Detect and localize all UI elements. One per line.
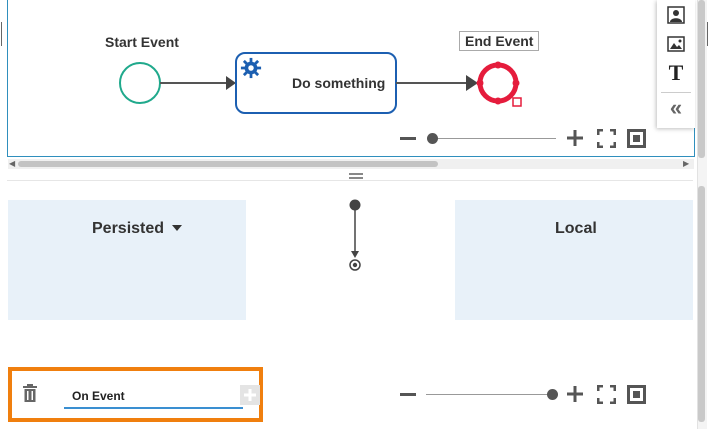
end-handle-bottom [494, 97, 502, 105]
zoom-in-button-bottom[interactable] [567, 386, 583, 402]
scroll-left-arrow-icon[interactable]: ◀ [9, 159, 16, 168]
side-toolbar: T « [657, 0, 695, 128]
end-resize-handle [512, 97, 522, 107]
fullscreen-icon-bottom[interactable] [597, 385, 616, 404]
zoom-out-button-bottom[interactable] [400, 393, 416, 396]
zoom-out-button-top[interactable] [400, 137, 416, 140]
local-pane-title: Local [555, 220, 597, 237]
left-edge [0, 0, 7, 429]
end-handle-top [494, 61, 502, 69]
trash-icon[interactable] [22, 384, 38, 402]
process-diagram [119, 52, 522, 114]
fit-to-screen-icon-top[interactable] [627, 129, 646, 148]
page-scroll-thumb[interactable] [698, 0, 705, 158]
mini-start-node [349, 199, 361, 211]
zoom-slider-track-bottom[interactable] [426, 394, 554, 395]
text-icon: T [668, 60, 684, 85]
collapse-toolbar-button[interactable]: « [665, 95, 687, 120]
service-task-gear-icon [240, 57, 262, 79]
mini-flow-diagram [349, 199, 361, 271]
event-editor-highlight [8, 367, 263, 422]
lower-scroll-thumb[interactable] [698, 186, 705, 422]
lower-panel-top-border [7, 180, 693, 181]
diagram-scroll-thumb[interactable] [18, 161, 438, 167]
scroll-right-arrow-icon[interactable]: ▶ [683, 159, 690, 168]
fit-to-screen-icon-bottom[interactable] [627, 385, 646, 404]
mini-end-node-center [352, 262, 358, 268]
start-event-label: Start Event [105, 34, 179, 50]
image-button[interactable] [665, 33, 687, 55]
flow-arrowhead-2 [466, 75, 478, 91]
persisted-pane [8, 200, 246, 320]
panel-splitter-handle[interactable] [349, 173, 363, 179]
resize-grip-left[interactable] [1, 22, 6, 46]
text-button[interactable]: T [665, 60, 687, 85]
zoom-in-button-top[interactable] [567, 130, 583, 146]
chevron-down-icon[interactable] [172, 225, 182, 231]
persisted-pane-title[interactable]: Persisted [92, 220, 165, 237]
image-icon [667, 36, 685, 52]
user-task-button[interactable] [665, 4, 687, 26]
task-label[interactable]: Do something [292, 75, 386, 91]
end-handle-left [476, 79, 484, 87]
zoom-slider-knob-bottom[interactable] [547, 389, 558, 400]
toolbar-divider [661, 92, 691, 93]
event-name-input[interactable] [64, 385, 243, 409]
start-event-circle [119, 62, 161, 104]
add-event-button[interactable] [240, 385, 260, 405]
fullscreen-icon-top[interactable] [597, 129, 616, 148]
local-pane [455, 200, 693, 320]
zoom-slider-track-top[interactable] [432, 138, 556, 139]
end-event-circle [477, 62, 519, 104]
mini-flow-arrowhead [351, 251, 359, 258]
end-handle-right [512, 79, 520, 87]
resize-grip-right[interactable] [707, 22, 712, 46]
user-task-icon [667, 6, 685, 24]
end-event-label[interactable]: End Event [459, 31, 540, 51]
zoom-slider-knob-top[interactable] [427, 133, 438, 144]
flow-arrowhead-1 [226, 76, 236, 90]
collapse-double-chevron-icon: « [669, 95, 683, 120]
